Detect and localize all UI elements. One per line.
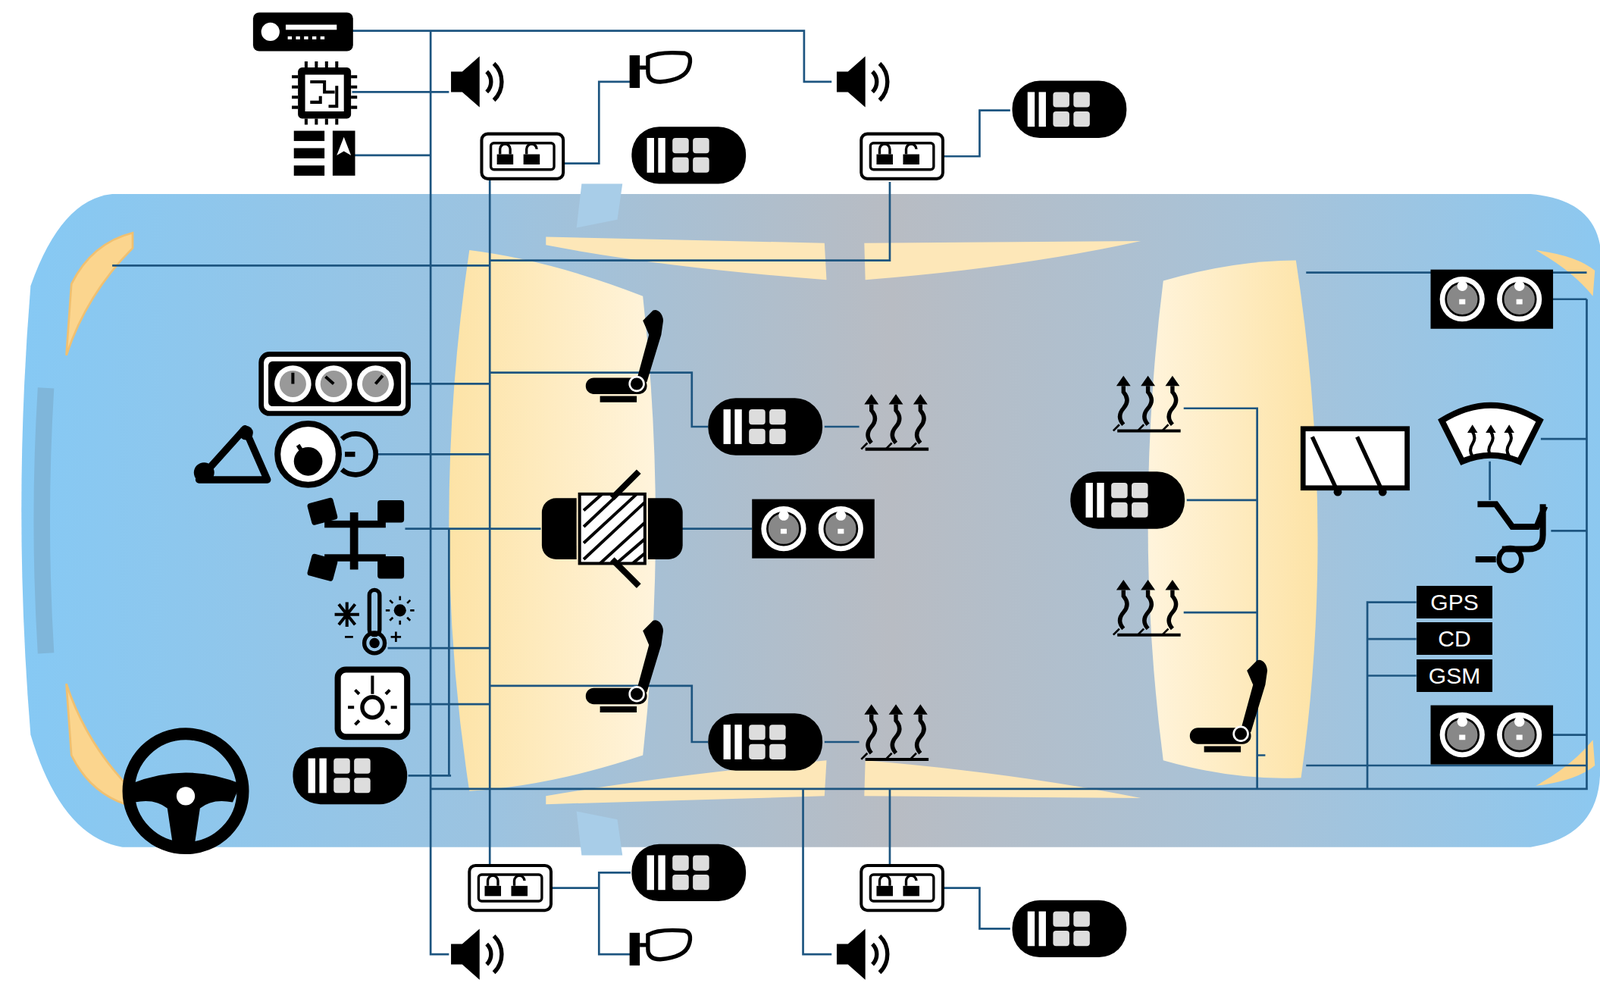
radio-unit <box>253 12 354 51</box>
center-console <box>541 471 683 586</box>
gauge-cluster <box>261 353 409 414</box>
module-label: CD <box>1437 627 1471 651</box>
rear-defroster <box>1441 405 1540 462</box>
ecu-chip <box>291 61 357 125</box>
module-box: CD <box>1416 622 1493 655</box>
light-switch <box>338 669 408 737</box>
navigation-icon <box>294 131 356 176</box>
module-box: GSM <box>1416 659 1493 692</box>
trunk-icon <box>1475 504 1546 571</box>
rear-wiper <box>1302 428 1407 497</box>
steering-wheel <box>128 733 244 849</box>
engine-belt <box>194 423 376 486</box>
module-label: GSM <box>1428 664 1481 688</box>
climate-thermometer <box>335 589 415 653</box>
module-box: GPS <box>1416 585 1493 619</box>
module-label: GPS <box>1430 591 1478 614</box>
axle-chassis <box>306 497 404 583</box>
